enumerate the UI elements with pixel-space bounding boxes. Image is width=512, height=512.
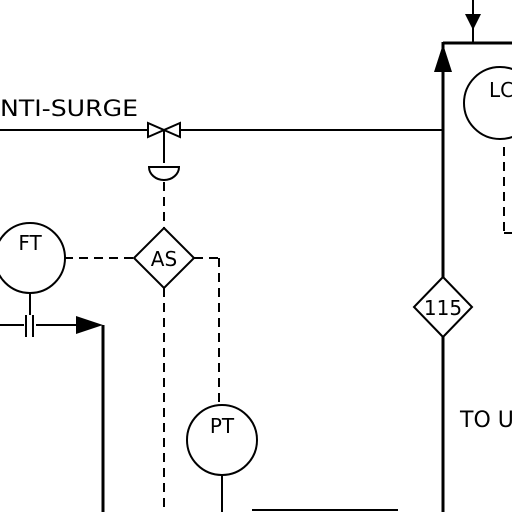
- as-label: AS: [151, 247, 177, 271]
- loop-115-diamond: [412, 275, 474, 339]
- as-diamond: [132, 226, 196, 290]
- valve-body-right: [161, 121, 181, 139]
- diaphragm-actuator: [147, 166, 181, 181]
- lc-bubble: [463, 66, 512, 140]
- arrow-flow-right: [76, 316, 103, 334]
- pt-label: PT: [210, 414, 235, 438]
- to-u-label: TO U: [459, 408, 512, 433]
- loop-115-label: 115: [424, 296, 462, 320]
- ft-instrument: FT: [0, 222, 66, 315]
- anti-surge-label: NTI-SURGE: [0, 97, 138, 122]
- ft-label: FT: [18, 231, 42, 255]
- anti-surge-valve: [147, 121, 181, 181]
- lc-instrument: LC: [463, 66, 512, 140]
- arrow-main-pipe-up: [434, 44, 452, 72]
- loop-115-instrument: 115: [412, 275, 474, 339]
- as-instrument: AS: [132, 226, 196, 290]
- lc-label: LC: [489, 78, 512, 102]
- arrow-incoming-down: [465, 14, 481, 30]
- pt-instrument: PT: [186, 404, 258, 512]
- valve-body-left: [147, 121, 167, 139]
